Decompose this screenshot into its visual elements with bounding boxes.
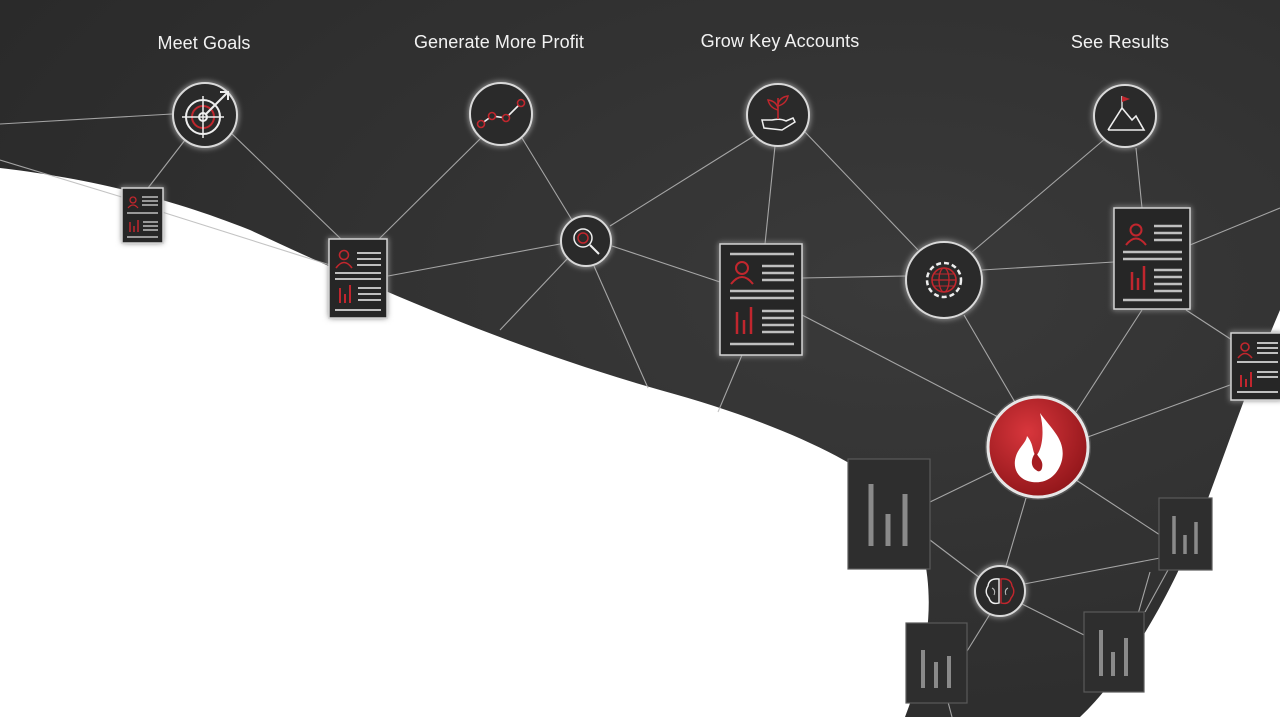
heading-meet-goals: Meet Goals	[157, 33, 251, 53]
hand-plant-icon	[746, 83, 810, 147]
heading-grow-key-accounts: Grow Key Accounts	[700, 31, 860, 51]
heading-generate-more-profit: Generate More Profit	[413, 32, 585, 52]
profile-document-5	[1230, 332, 1280, 401]
profile-document-3	[719, 243, 803, 356]
bar-chart-tile-1	[847, 458, 931, 570]
heading-see-results: See Results	[1070, 32, 1170, 52]
profile-document-1	[121, 187, 164, 244]
bar-chart-tile-4	[1083, 611, 1145, 693]
profile-document-2	[328, 238, 388, 319]
connection-lines	[0, 113, 1280, 717]
globe-gear-icon	[905, 241, 983, 319]
target-arrow-icon	[172, 82, 238, 148]
bar-chart-tile-2	[1158, 497, 1213, 571]
bar-chart-tile-3	[905, 622, 968, 704]
magnifier-icon	[560, 215, 612, 267]
flame-logo-icon	[985, 394, 1091, 500]
mountain-flag-icon	[1093, 84, 1157, 148]
profile-document-4	[1113, 207, 1191, 310]
trend-line-icon	[469, 82, 533, 146]
brain-icon	[974, 565, 1026, 617]
